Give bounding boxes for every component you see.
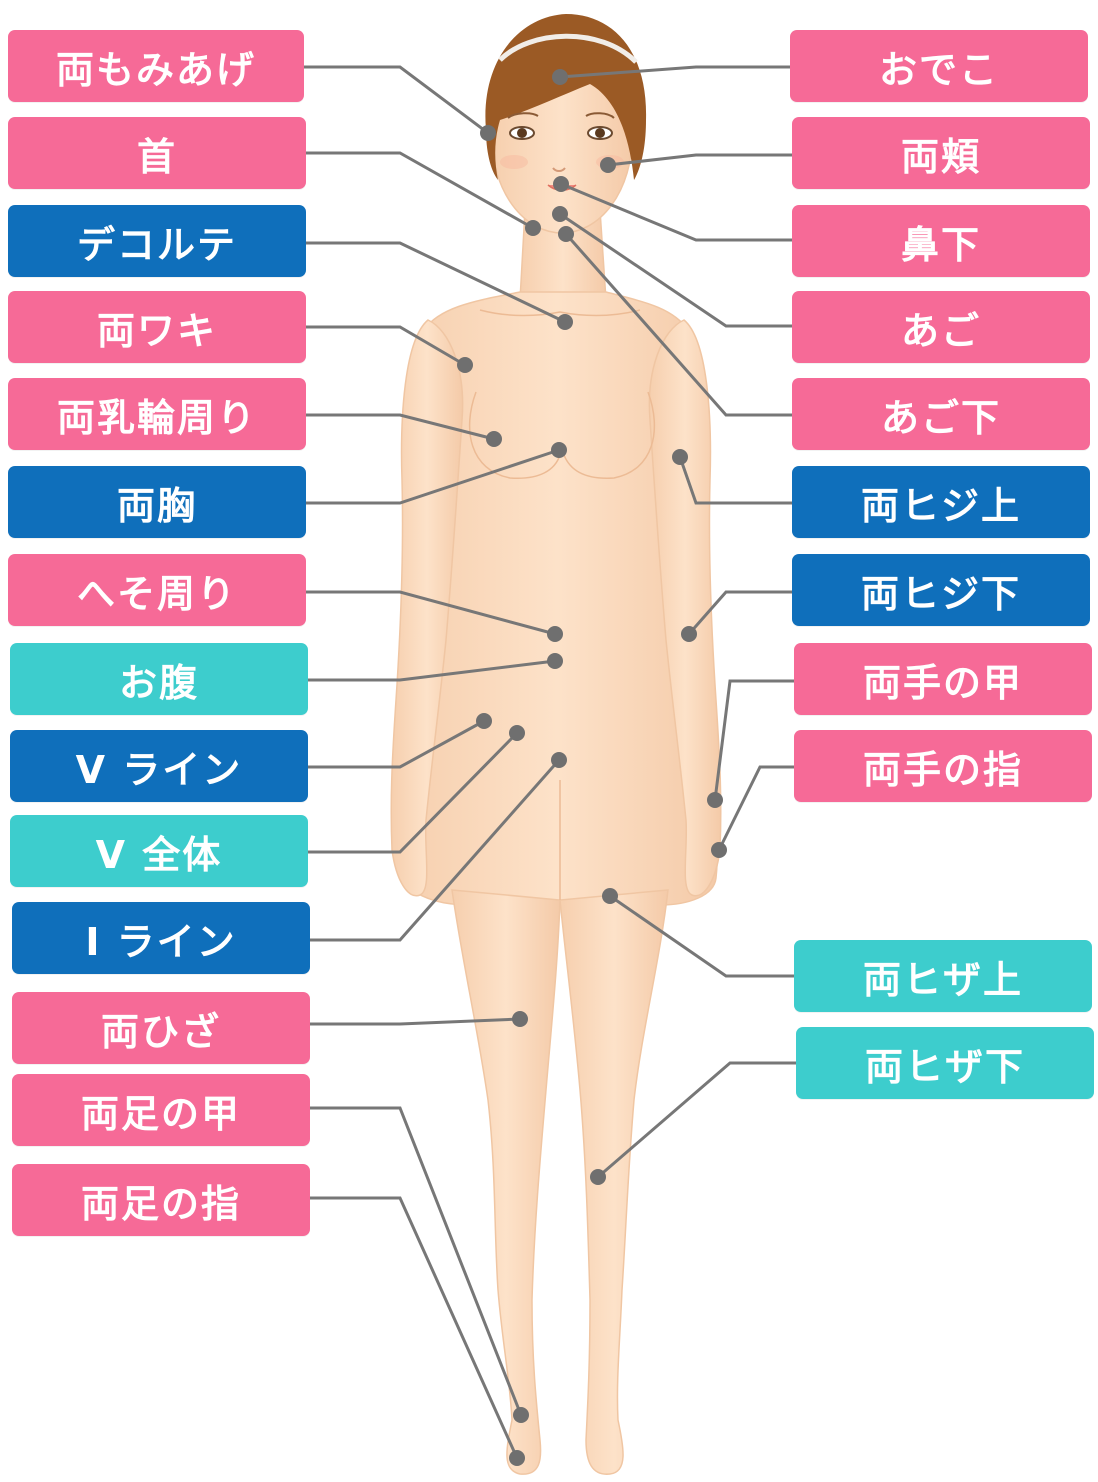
label-neck[interactable]: 首 — [8, 117, 306, 189]
label-under-chin[interactable]: あご下 — [792, 378, 1090, 450]
label-underarms[interactable]: 両ワキ — [8, 291, 306, 363]
connector-dot — [552, 206, 568, 222]
connector-line — [559, 65, 790, 79]
label-fingers[interactable]: 両手の指 — [794, 730, 1092, 802]
connector-line — [308, 719, 485, 769]
connector-dot — [509, 725, 525, 741]
label-instep[interactable]: 両足の甲 — [12, 1074, 310, 1146]
connector-line — [310, 1017, 521, 1026]
connector-line — [713, 679, 794, 801]
connector-dot — [513, 1407, 529, 1423]
label-forehead[interactable]: おでこ — [790, 30, 1088, 102]
label-above-knees[interactable]: 両ヒザ上 — [794, 940, 1092, 1012]
connector-line — [306, 325, 466, 367]
label-stomach[interactable]: お腹 — [10, 643, 308, 715]
label-upper-lip[interactable]: 鼻下 — [792, 205, 1090, 277]
label-knees[interactable]: 両ひざ — [12, 992, 310, 1064]
connector-dot — [590, 1169, 606, 1185]
connector-line — [310, 759, 561, 942]
connector-line — [304, 65, 489, 135]
label-v-line[interactable]: V ライン — [10, 730, 308, 802]
connector-line — [306, 151, 534, 230]
connector-line — [717, 765, 794, 851]
label-decollete[interactable]: デコルテ — [8, 205, 306, 277]
connector-line — [306, 241, 566, 324]
connector-line — [687, 590, 792, 635]
label-chin[interactable]: あご — [792, 291, 1090, 363]
connector-dot — [547, 626, 563, 642]
connector-line — [306, 590, 556, 636]
connector-line — [306, 448, 560, 505]
label-v-whole[interactable]: V 全体 — [10, 815, 308, 887]
label-areola[interactable]: 両乳輪周り — [8, 378, 306, 450]
label-back-of-hands[interactable]: 両手の甲 — [794, 643, 1092, 715]
label-toes[interactable]: 両足の指 — [12, 1164, 310, 1236]
connector-line — [310, 1196, 519, 1459]
connector-line — [308, 659, 556, 682]
connector-lines — [304, 65, 796, 1459]
connector-dot — [672, 449, 688, 465]
connector-dot — [512, 1011, 528, 1027]
label-sideburns[interactable]: 両もみあげ — [8, 30, 304, 102]
connector-line — [306, 413, 495, 441]
woman-silhouette — [390, 42, 722, 1475]
connector-dots — [457, 69, 727, 1466]
label-i-line[interactable]: I ライン — [12, 902, 310, 974]
connector-dot — [551, 442, 567, 458]
connector-dot — [509, 1450, 525, 1466]
connector-dot — [525, 220, 541, 236]
connector-dot — [547, 653, 563, 669]
connector-dot — [600, 157, 616, 173]
connector-dot — [707, 792, 723, 808]
body-contours — [468, 309, 656, 900]
hair — [485, 14, 647, 180]
connector-dot — [552, 69, 568, 85]
connector-line — [609, 894, 794, 978]
label-upper-arms[interactable]: 両ヒジ上 — [792, 466, 1090, 538]
connector-dot — [557, 314, 573, 330]
label-navel[interactable]: へそ周り — [8, 554, 306, 626]
label-forearms[interactable]: 両ヒジ下 — [792, 554, 1090, 626]
connector-dot — [558, 226, 574, 242]
connector-line — [559, 212, 792, 328]
label-cheeks[interactable]: 両頬 — [792, 117, 1090, 189]
connector-line — [308, 731, 519, 854]
connector-dot — [553, 176, 569, 192]
face — [500, 112, 624, 191]
connector-line — [607, 153, 792, 167]
connector-line — [310, 1106, 523, 1416]
connector-dot — [551, 752, 567, 768]
connector-line — [678, 456, 792, 505]
connector-line — [560, 182, 792, 242]
connector-dot — [486, 431, 502, 447]
connector-line — [564, 233, 792, 417]
label-chest[interactable]: 両胸 — [8, 466, 306, 538]
connector-dot — [602, 888, 618, 904]
connector-line — [597, 1061, 796, 1179]
connector-dot — [457, 357, 473, 373]
connector-dot — [681, 626, 697, 642]
connector-dot — [480, 125, 496, 141]
connector-dot — [711, 842, 727, 858]
connector-dot — [476, 713, 492, 729]
label-below-knees[interactable]: 両ヒザ下 — [796, 1027, 1094, 1099]
